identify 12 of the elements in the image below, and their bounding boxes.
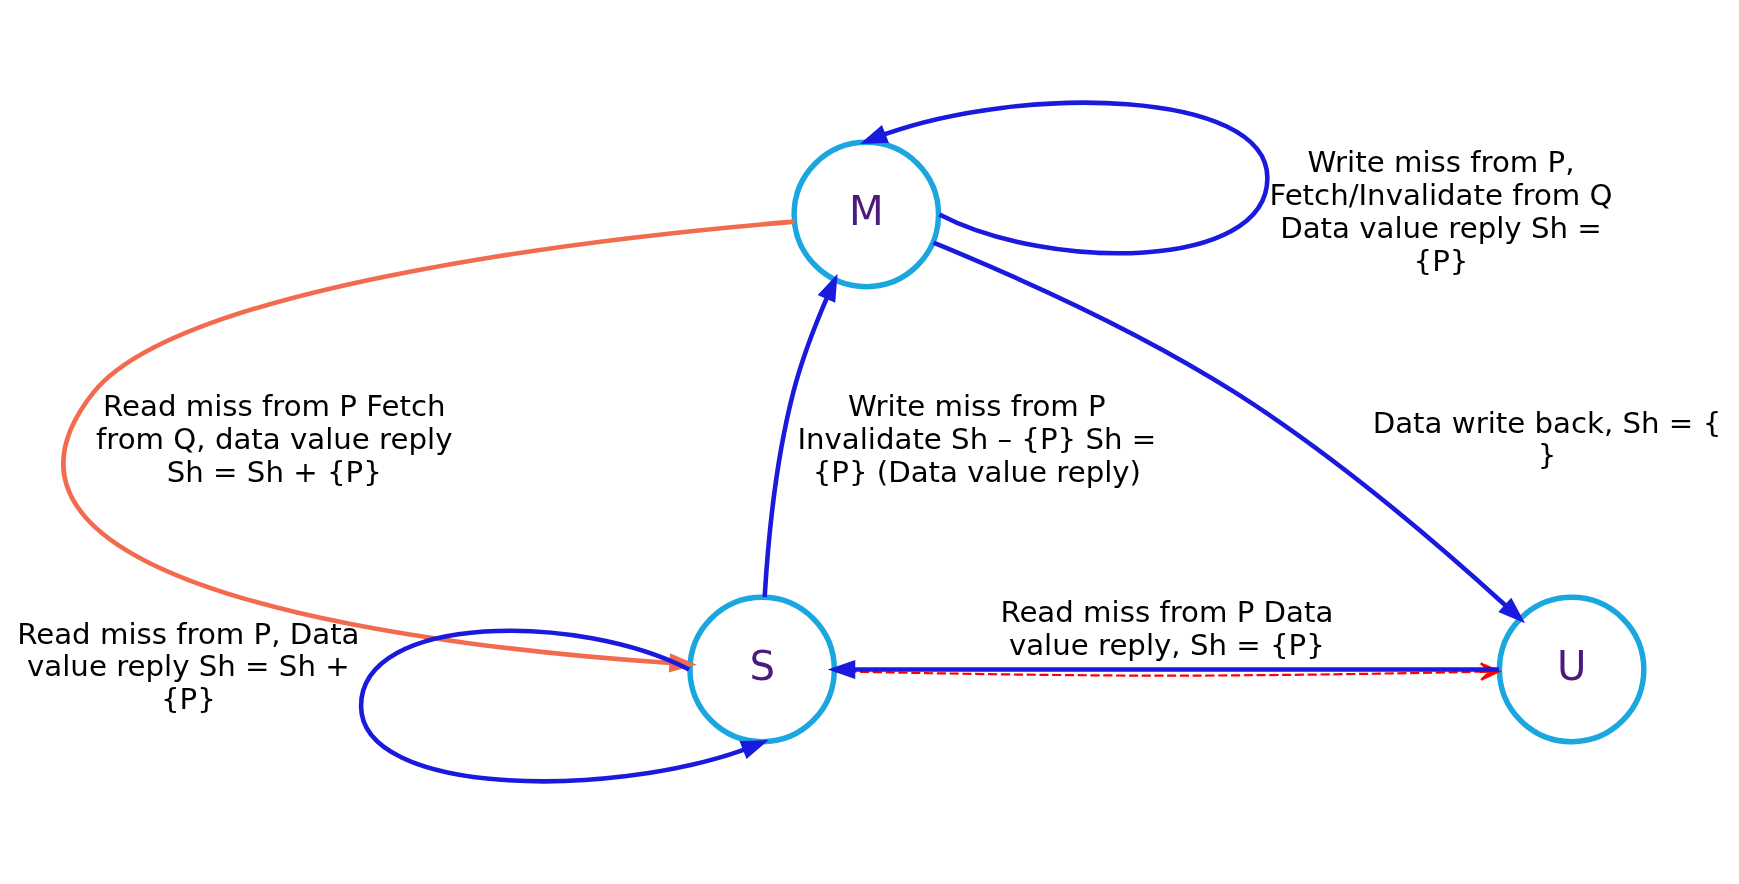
- arrow: [859, 100, 1270, 256]
- arrow: [358, 628, 769, 784]
- edge-label: Write miss from P Invalidate Sh – {P} Sh = {P} (Data value reply): [797, 389, 1157, 489]
- edge-label: Data write back, Sh = { }: [1372, 405, 1722, 473]
- node-circle: M: [791, 139, 942, 290]
- edge-label: Read miss from P Fetch from Q, data value reply Sh = Sh + {P}: [96, 389, 453, 489]
- edge-label: Read miss from P, Data value reply Sh = Sh + {P}: [17, 616, 360, 717]
- edge-label: Read miss from P Data value reply, Sh = {P}: [1000, 594, 1334, 662]
- arrow: [932, 240, 1526, 624]
- arrow: [762, 273, 838, 598]
- node-circle: S: [687, 594, 838, 745]
- edge-label: Write miss from P, Fetch/Invalidate from Q Data value reply Sh = {P}: [1269, 145, 1613, 278]
